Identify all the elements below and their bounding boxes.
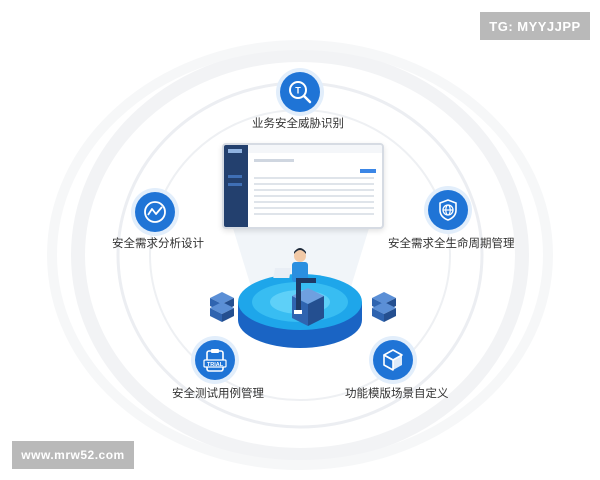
- trial-badge: TRIAL: [207, 362, 224, 368]
- central-platform: [210, 248, 396, 348]
- lifecycle-management-label: 安全需求全生命周期管理: [388, 236, 515, 250]
- requirement-analysis-label: 安全需求分析设计: [112, 236, 204, 250]
- test-case-management-label: 安全测试用例管理: [172, 386, 264, 400]
- server-stack-left-icon: [210, 292, 234, 322]
- dashboard-screen: [222, 143, 384, 229]
- server-stack-right-icon: [372, 292, 396, 322]
- template-customization-icon: [373, 340, 413, 380]
- chart-icon: [144, 201, 166, 223]
- cube-icon: [383, 349, 403, 371]
- requirement-analysis-icon: [135, 192, 175, 232]
- clipboard-icon: TRIAL: [203, 349, 227, 372]
- shield-globe-icon: [439, 199, 457, 221]
- person-with-laptop-icon: [273, 248, 316, 314]
- watermark-top: TG: MYYJJPP: [480, 12, 590, 40]
- threat-identification-label: 业务安全威胁识别: [252, 116, 344, 130]
- lifecycle-management-icon: [428, 190, 468, 230]
- test-case-management-icon: TRIAL: [195, 340, 235, 380]
- threat-identification-icon: T: [280, 72, 320, 112]
- svg-text:T: T: [295, 86, 301, 96]
- watermark-bottom: www.mrw52.com: [12, 441, 134, 469]
- template-customization-label: 功能模版场景自定义: [345, 386, 449, 400]
- dashboard-preview: [224, 145, 382, 227]
- search-icon: T: [289, 81, 312, 104]
